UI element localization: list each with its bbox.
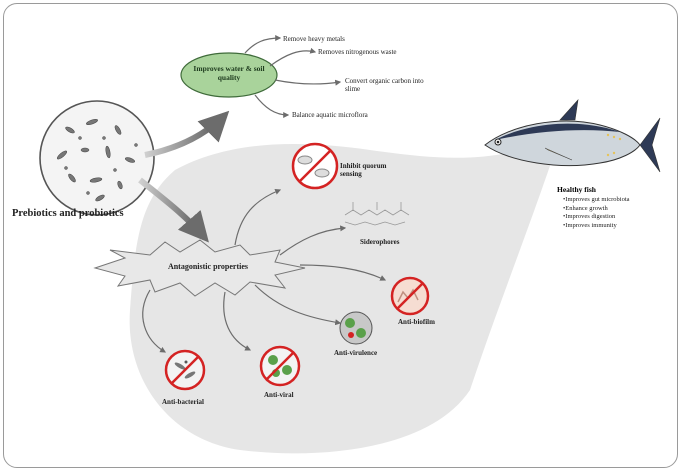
arrow-aquatic-microflora: [254, 94, 290, 118]
benefit-item: Improves gut microbiota: [563, 196, 629, 205]
benefit-item: Improves immunity: [563, 222, 630, 231]
antagonistic-label: Antagonistic properties: [167, 262, 249, 271]
arrow-antibiofilm: [299, 264, 387, 281]
probiotics-circle-icon: [39, 100, 155, 216]
arrow-antibacterial: [142, 289, 167, 353]
effect-aquatic-microflora: Balance aquatic microflora: [292, 111, 368, 119]
benefit-item: Enhance growth: [563, 205, 630, 214]
quorum-sensing-icon: [291, 142, 339, 190]
arrow-probiotics-to-water: [144, 110, 230, 158]
arrow-antivirulence: [254, 284, 342, 326]
arrow-antiviral: [223, 291, 252, 351]
antagonistic-star-shape: [93, 239, 306, 297]
effect-antiviral: Anti-viral: [264, 391, 294, 399]
siderophore-structure-icon: [344, 202, 410, 226]
arrow-siderophores: [279, 225, 347, 256]
arrow-organic-carbon: [274, 79, 342, 86]
arrow-heavy-metals: [244, 35, 282, 54]
effect-nitrogenous-waste: Removes nitrogenous waste: [318, 48, 397, 56]
healthy-fish-title: Healthy fish: [557, 185, 596, 194]
effect-antivirulence: Anti-virulence: [334, 349, 378, 357]
healthy-fish-benefits: Improves gut microbiota Enhance growth I…: [563, 196, 630, 231]
benefit-item: Improves digestion: [563, 213, 630, 222]
water-soil-label: Improves water & soil quality: [193, 64, 265, 82]
antibacterial-icon: [164, 349, 206, 391]
arrow-probiotics-to-antagonistic: [138, 177, 209, 243]
effect-antibacterial: Anti-bacterial: [162, 398, 204, 406]
antiviral-icon: [259, 345, 301, 387]
effect-siderophores: Siderophores: [360, 238, 400, 246]
arrow-nitrogenous: [269, 47, 317, 67]
effect-heavy-metals: Remove heavy metals: [283, 35, 345, 43]
effect-quorum-sensing: Inhibit quorum sensing: [340, 162, 387, 178]
effect-organic-carbon: Convert organic carbon into slime: [345, 77, 424, 93]
arrow-quorum: [234, 188, 282, 246]
shaded-effects-region: [129, 135, 560, 454]
tuna-fish-icon: [484, 99, 661, 173]
antivirulence-icon: [339, 311, 373, 345]
antibiofilm-icon: [390, 276, 430, 316]
main-title: Prebiotics and probiotics: [12, 208, 124, 219]
effect-antibiofilm: Anti-biofilm: [398, 318, 435, 326]
water-soil-ellipse: [180, 52, 278, 98]
